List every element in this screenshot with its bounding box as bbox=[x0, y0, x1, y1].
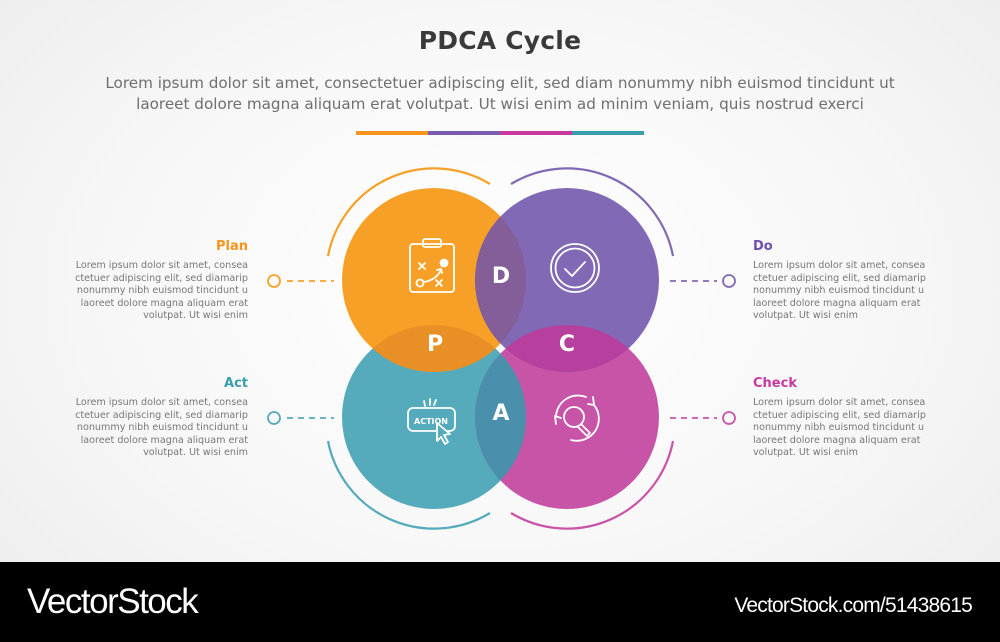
check-circle-icon bbox=[550, 243, 600, 293]
check-description-block: Check Lorem ipsum dolor sit amet, consea… bbox=[753, 376, 943, 460]
plan-circle bbox=[342, 188, 526, 372]
action-button-click-icon bbox=[407, 398, 456, 445]
do-text: Lorem ipsum dolor sit amet, consea ctetu… bbox=[753, 260, 926, 322]
letter-p: P bbox=[426, 332, 444, 357]
clipboard-strategy-icon bbox=[409, 238, 455, 293]
page-subtitle: Lorem ipsum dolor sit amet, consectetuer… bbox=[60, 73, 940, 115]
plan-description-block: Plan Lorem ipsum dolor sit amet, consea … bbox=[58, 239, 248, 323]
do-connector bbox=[670, 274, 736, 288]
divider-segment-purple bbox=[428, 131, 500, 135]
divider-segment-orange bbox=[356, 131, 428, 135]
subtitle-line-1: Lorem ipsum dolor sit amet, consectetuer… bbox=[105, 74, 895, 92]
check-title: Check bbox=[753, 376, 797, 391]
vectorstock-url: VectorStock.com/51438615 bbox=[734, 594, 972, 617]
plan-connector bbox=[267, 274, 334, 288]
check-text: Lorem ipsum dolor sit amet, consea ctetu… bbox=[753, 397, 926, 459]
divider-segment-magenta bbox=[500, 131, 572, 135]
act-text: Lorem ipsum dolor sit amet, consea ctetu… bbox=[75, 397, 248, 459]
check-outer-arc bbox=[510, 440, 675, 530]
letter-c: C bbox=[558, 332, 576, 357]
vectorstock-logo: VectorStock bbox=[27, 582, 199, 621]
do-description-block: Do Lorem ipsum dolor sit amet, consea ct… bbox=[753, 239, 943, 323]
action-icon-label: ACTION bbox=[414, 417, 448, 426]
color-divider bbox=[356, 131, 644, 135]
pdca-venn-diagram: ACTION bbox=[267, 167, 736, 530]
plan-text: Lorem ipsum dolor sit amet, consea ctetu… bbox=[75, 260, 248, 322]
act-connector bbox=[267, 411, 334, 425]
watermark-footer: VectorStock VectorStock.com/51438615 bbox=[0, 562, 1000, 642]
subtitle-line-2: laoreet dolore magna aliquam erat volutp… bbox=[136, 95, 864, 113]
search-refresh-icon bbox=[554, 394, 600, 442]
plan-outer-arc bbox=[326, 167, 491, 257]
act-outer-arc bbox=[326, 440, 491, 530]
do-circle bbox=[475, 188, 659, 372]
act-circle bbox=[342, 325, 526, 509]
act-title: Act bbox=[224, 376, 248, 391]
letter-a: A bbox=[492, 401, 510, 426]
do-outer-arc bbox=[510, 167, 675, 257]
plan-title: Plan bbox=[215, 239, 248, 254]
infographic-canvas: PDCA Cycle Lorem ipsum dolor sit amet, c… bbox=[58, 26, 943, 530]
do-title: Do bbox=[753, 239, 773, 254]
page-title: PDCA Cycle bbox=[418, 26, 582, 55]
act-description-block: Act Lorem ipsum dolor sit amet, consea c… bbox=[58, 376, 248, 460]
check-circle bbox=[475, 325, 659, 509]
divider-segment-teal bbox=[572, 131, 644, 135]
check-connector bbox=[670, 411, 736, 425]
letter-d: D bbox=[491, 264, 511, 289]
